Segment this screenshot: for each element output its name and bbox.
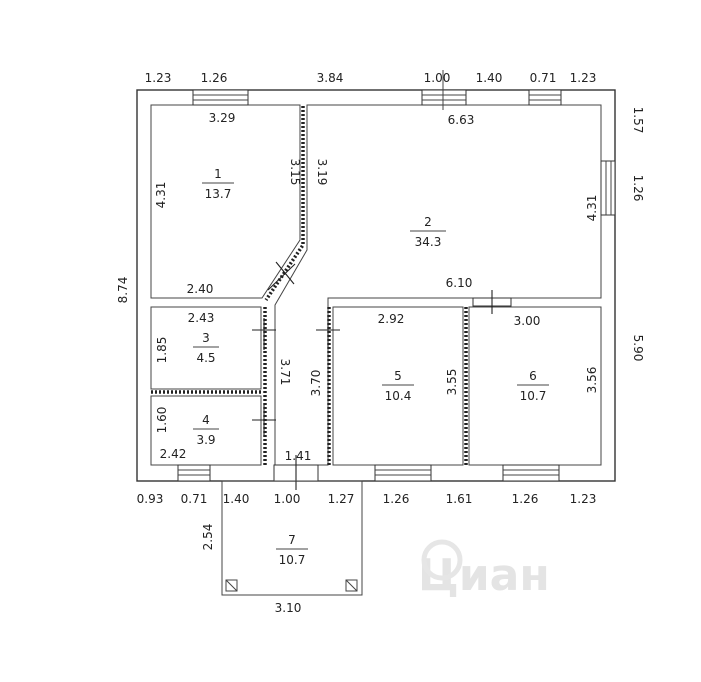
left-total-dim: 8.74 (116, 277, 130, 304)
window-bottom-2 (374, 464, 432, 482)
window-top-3 (528, 89, 562, 106)
svg-text:10.7: 10.7 (520, 389, 547, 403)
svg-text:10.7: 10.7 (279, 553, 306, 567)
room-2-label: 2 34.3 (410, 215, 446, 249)
top-dimensions: 1.23 1.26 3.84 1.00 1.40 0.71 1.23 (145, 70, 597, 110)
svg-text:1.26: 1.26 (512, 492, 539, 506)
svg-text:1.57: 1.57 (631, 107, 645, 134)
svg-text:4.31: 4.31 (585, 195, 599, 222)
window-bottom-1 (177, 464, 211, 482)
room-5-label: 5 10.4 (382, 369, 414, 403)
svg-text:6.63: 6.63 (448, 113, 475, 127)
svg-text:3.10: 3.10 (275, 601, 302, 615)
svg-text:1.85: 1.85 (155, 337, 169, 364)
svg-text:2.40: 2.40 (187, 282, 214, 296)
svg-text:3.56: 3.56 (585, 367, 599, 394)
svg-text:2.54: 2.54 (201, 524, 215, 551)
svg-text:1.23: 1.23 (570, 492, 597, 506)
svg-text:3.55: 3.55 (445, 369, 459, 396)
svg-text:3.15: 3.15 (288, 159, 302, 186)
porch (221, 480, 363, 596)
svg-text:1.26: 1.26 (383, 492, 410, 506)
svg-text:2: 2 (424, 215, 432, 229)
svg-text:4.5: 4.5 (196, 351, 215, 365)
svg-text:5.90: 5.90 (631, 335, 645, 362)
svg-text:3.19: 3.19 (315, 159, 329, 186)
svg-text:3.70: 3.70 (309, 370, 323, 397)
svg-text:1.26: 1.26 (201, 71, 228, 85)
right-dimensions: 1.57 1.26 5.90 (631, 107, 645, 362)
svg-text:3.00: 3.00 (514, 314, 541, 328)
windows (177, 89, 616, 482)
svg-text:2.92: 2.92 (378, 312, 405, 326)
svg-text:1.41: 1.41 (285, 449, 312, 463)
window-top-2 (421, 89, 467, 106)
svg-text:1.27: 1.27 (328, 492, 355, 506)
svg-text:1.40: 1.40 (223, 492, 250, 506)
svg-text:1.60: 1.60 (155, 407, 169, 434)
svg-text:4: 4 (202, 413, 210, 427)
svg-text:4.31: 4.31 (154, 182, 168, 209)
svg-text:2.42: 2.42 (160, 447, 187, 461)
window-top-1 (192, 89, 249, 106)
svg-text:34.3: 34.3 (415, 235, 442, 249)
room-6-label: 6 10.7 (517, 369, 549, 403)
svg-text:13.7: 13.7 (205, 187, 232, 201)
inner-dimensions: 3.29 6.63 4.31 4.31 3.15 3.19 2.40 6.10 … (154, 111, 599, 615)
svg-text:6: 6 (529, 369, 537, 383)
svg-text:5: 5 (394, 369, 402, 383)
svg-text:2.43: 2.43 (188, 311, 215, 325)
room-4-label: 4 3.9 (193, 413, 219, 447)
svg-text:1.26: 1.26 (631, 175, 645, 202)
svg-text:10.4: 10.4 (385, 389, 412, 403)
svg-text:1.00: 1.00 (424, 71, 451, 85)
svg-text:0.71: 0.71 (181, 492, 208, 506)
svg-text:1.61: 1.61 (446, 492, 473, 506)
svg-text:3.29: 3.29 (209, 111, 236, 125)
window-bottom-3 (502, 464, 560, 482)
svg-text:0.71: 0.71 (530, 71, 557, 85)
svg-text:3.84: 3.84 (317, 71, 344, 85)
room-1-label: 1 13.7 (202, 167, 234, 201)
svg-text:1: 1 (214, 167, 222, 181)
room-7-label: 7 10.7 (276, 533, 308, 567)
svg-text:0.93: 0.93 (137, 492, 164, 506)
svg-text:3.71: 3.71 (278, 359, 292, 386)
partitions (151, 106, 468, 465)
watermark-logo (421, 539, 463, 581)
window-right (600, 160, 616, 216)
svg-text:1.23: 1.23 (145, 71, 172, 85)
svg-text:6.10: 6.10 (446, 276, 473, 290)
svg-text:1.40: 1.40 (476, 71, 503, 85)
svg-text:7: 7 (288, 533, 296, 547)
bottom-dimensions: 0.93 0.71 1.40 1.00 1.27 1.26 1.61 1.26 … (137, 492, 597, 506)
svg-text:1.23: 1.23 (570, 71, 597, 85)
room-3-label: 3 4.5 (193, 331, 219, 365)
inner-wall-outline (150, 104, 602, 466)
doors (252, 261, 512, 490)
svg-text:3: 3 (202, 331, 210, 345)
svg-text:3.9: 3.9 (196, 433, 215, 447)
svg-text:1.00: 1.00 (274, 492, 301, 506)
